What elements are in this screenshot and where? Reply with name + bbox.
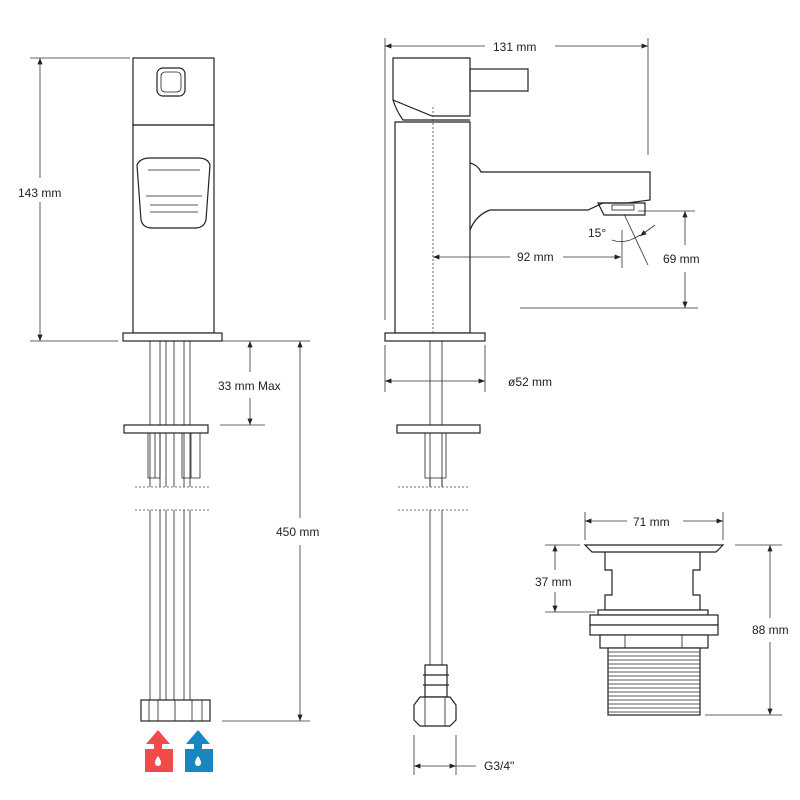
overall-depth-label: 131 mm <box>493 40 536 54</box>
dimension-connection: G3/4" <box>413 735 514 775</box>
dimension-overall-depth: 131 mm <box>384 38 649 320</box>
spout-reach-label: 92 mm <box>517 250 554 264</box>
dimension-waste-body: 37 mm <box>535 544 595 613</box>
cold-water-icon <box>185 730 213 772</box>
dimension-front-height: 143 mm <box>18 57 130 342</box>
side-view <box>384 57 651 727</box>
dimension-waste-width: 71 mm <box>584 512 724 540</box>
dimension-spout-reach: 92 mm <box>433 230 623 268</box>
dimension-base-diameter: ø52 mm <box>384 345 552 392</box>
front-height-label: 143 mm <box>18 186 61 200</box>
front-view <box>122 57 223 722</box>
dimension-spout-angle: 15° <box>588 213 656 266</box>
dimension-spout-height: 69 mm <box>520 210 700 309</box>
base-diameter-label: ø52 mm <box>508 375 552 389</box>
waste-body-label: 37 mm <box>535 575 572 589</box>
dimension-hose-length: 450 mm <box>222 340 319 722</box>
spout-angle-label: 15° <box>588 226 606 240</box>
hose-length-label: 450 mm <box>276 525 319 539</box>
water-supply-icons <box>145 730 213 772</box>
waste-height-label: 88 mm <box>752 623 789 637</box>
hot-water-icon <box>145 730 173 772</box>
spout-height-label: 69 mm <box>663 252 700 266</box>
waste-width-label: 71 mm <box>633 515 670 529</box>
connection-label: G3/4" <box>484 759 514 773</box>
mounting-max-label: 33 mm Max <box>218 379 281 393</box>
waste-view <box>583 544 725 716</box>
dimension-waste-height: 88 mm <box>705 544 789 716</box>
dimension-mounting-max: 33 mm Max <box>218 341 281 426</box>
